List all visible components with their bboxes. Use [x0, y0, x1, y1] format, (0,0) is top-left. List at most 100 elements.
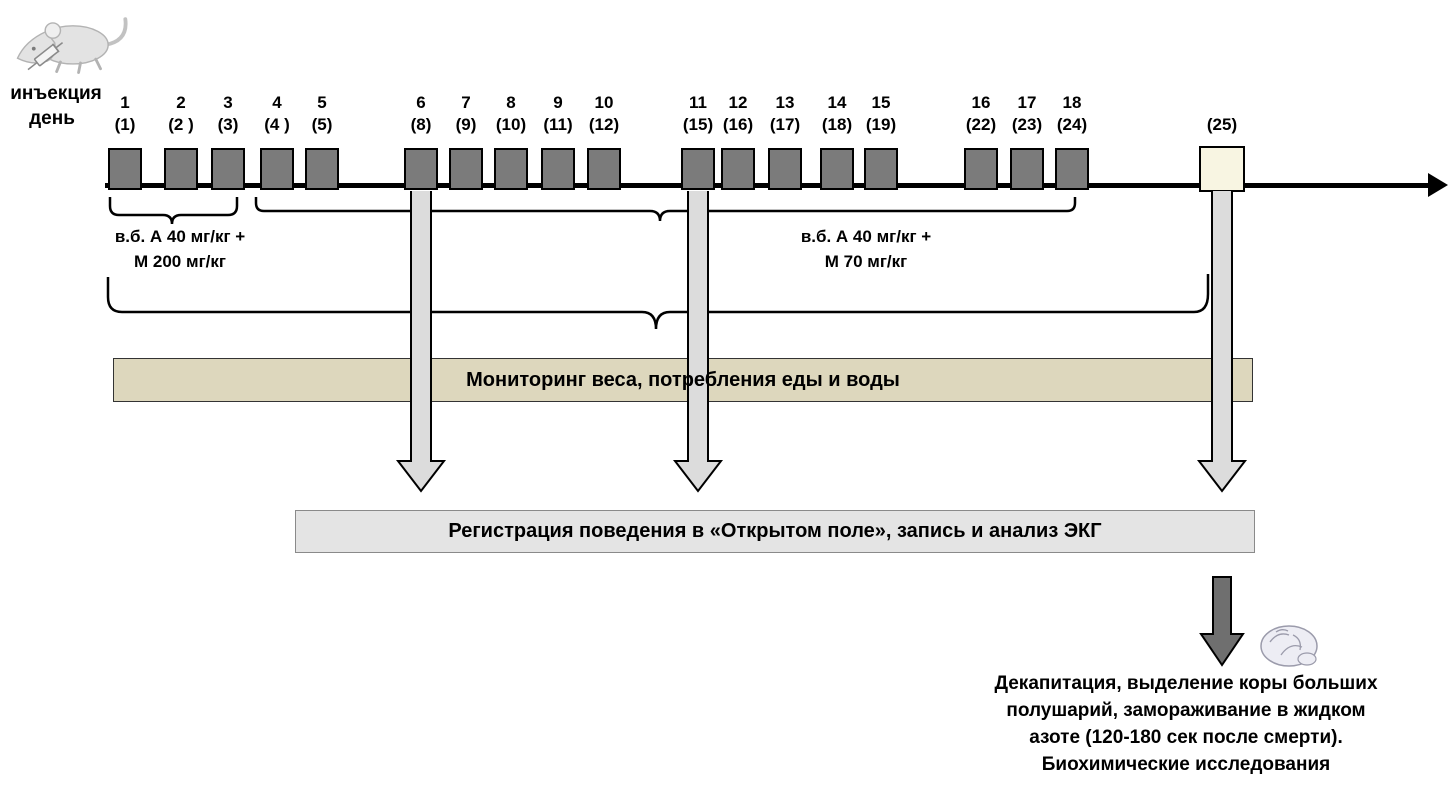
- injection-number: 10: [594, 93, 614, 112]
- monitoring-bar-label: Мониторинг веса, потребления еды и воды: [466, 368, 900, 391]
- injection-number: 6: [416, 93, 426, 112]
- injection-number: 7: [461, 93, 471, 112]
- day-number: (12): [588, 115, 620, 134]
- test-arrow-day-15: [672, 191, 724, 493]
- injection-number: [1199, 92, 1245, 114]
- decapitation-arrow: [1199, 576, 1245, 667]
- injection-day-square: [541, 148, 575, 190]
- day-number: (2 ): [168, 115, 194, 134]
- dose-left-line2: М 200 мг/кг: [134, 252, 226, 271]
- day-number: (5): [311, 115, 333, 134]
- injection-day-square: [260, 148, 294, 190]
- day-number: (3): [217, 115, 239, 134]
- timeline-day-4: 4 (4 ): [260, 92, 294, 190]
- injection-number: 11: [689, 93, 707, 112]
- injection-number: 1: [120, 93, 130, 112]
- bracket-whole-experiment: [106, 274, 1210, 330]
- injection-row-label: инъекция: [10, 83, 102, 104]
- timeline-day-14: 14 (18): [820, 92, 854, 190]
- injection-number: 12: [728, 93, 748, 112]
- day-number: (15): [682, 115, 714, 134]
- timeline-arrowhead-icon: [1428, 173, 1448, 197]
- day-row-label: день: [29, 108, 75, 129]
- day-number: (1): [114, 115, 136, 134]
- final-note-line1: Декапитация, выделение коры больших: [994, 673, 1378, 694]
- timeline-day-17: 17 (23): [1010, 92, 1044, 190]
- timeline-day-18: 18 (24): [1055, 92, 1089, 190]
- injection-number: 18: [1062, 93, 1082, 112]
- bracket-days-1-3: [108, 197, 239, 225]
- registration-bar: [295, 510, 1255, 553]
- day-number: (10): [495, 115, 527, 134]
- injection-number: 15: [871, 93, 891, 112]
- injection-number: 13: [775, 93, 795, 112]
- injection-day-square: [864, 148, 898, 190]
- injection-number: 5: [317, 93, 327, 112]
- day-number: (4 ): [264, 115, 290, 134]
- dose-right-line1: в.б. А 40 мг/кг +: [800, 227, 932, 246]
- timeline-day-25-final: (25): [1199, 92, 1245, 192]
- dose-annotation-left: в.б. А 40 мг/кг + М 200 мг/кг: [115, 224, 245, 274]
- final-note-line2: полушарий, замораживание в жидком: [1006, 700, 1366, 721]
- injection-day-square: [108, 148, 142, 190]
- timeline-day-2: 2 (2 ): [164, 92, 198, 190]
- day-number: (16): [722, 115, 754, 134]
- injection-number: 3: [223, 93, 233, 112]
- brain-icon: [1260, 625, 1318, 667]
- injection-day-square: [494, 148, 528, 190]
- test-arrow-day-25: [1196, 191, 1248, 493]
- final-note-line3: азоте (120-180 сек после смерти).: [1029, 727, 1343, 748]
- timeline-day-7: 7 (9): [449, 92, 483, 190]
- day-number: (18): [821, 115, 853, 134]
- injection-number: 16: [971, 93, 991, 112]
- final-note: Декапитация, выделение коры больших полу…: [932, 670, 1440, 778]
- timeline-day-1: 1 (1): [108, 92, 142, 190]
- timeline-day-10: 10 (12): [587, 92, 621, 190]
- timeline-day-11: 11 (15): [681, 92, 715, 190]
- day-number: (24): [1056, 115, 1088, 134]
- injection-day-square: [681, 148, 715, 190]
- registration-bar-label: Регистрация поведения в «Открытом поле»,…: [448, 520, 1102, 542]
- injection-day-square: [587, 148, 621, 190]
- final-note-line4: Биохимические исследования: [1041, 754, 1331, 775]
- injection-number: 14: [827, 93, 847, 112]
- injection-number: 2: [176, 93, 186, 112]
- day-number: (25): [1206, 115, 1238, 134]
- day-number: (19): [865, 115, 897, 134]
- timeline-day-8: 8 (10): [494, 92, 528, 190]
- dose-left-line1: в.б. А 40 мг/кг +: [114, 227, 246, 246]
- injection-day-square: [964, 148, 998, 190]
- injection-day-square: [404, 148, 438, 190]
- test-arrow-day-8: [395, 191, 447, 493]
- timeline-day-5: 5 (5): [305, 92, 339, 190]
- injection-day-square: [1055, 148, 1089, 190]
- timeline-day-13: 13 (17): [768, 92, 802, 190]
- mouse-with-syringe-icon: [16, 17, 128, 74]
- timeline-day-9: 9 (11): [541, 92, 575, 190]
- injection-number: 8: [506, 93, 516, 112]
- dose-annotation-right: в.б. А 40 мг/кг + М 70 мг/кг: [801, 224, 931, 274]
- day-number: (9): [455, 115, 477, 134]
- day-number: (17): [769, 115, 801, 134]
- injection-day-square: [820, 148, 854, 190]
- injection-day-square: [1010, 148, 1044, 190]
- dose-right-line2: М 70 мг/кг: [824, 252, 908, 271]
- day-number: (8): [410, 115, 432, 134]
- timeline-day-16: 16 (22): [964, 92, 998, 190]
- injection-day-square: [449, 148, 483, 190]
- injection-day-square: [305, 148, 339, 190]
- day-number: (23): [1011, 115, 1043, 134]
- injection-day-square: [164, 148, 198, 190]
- timeline-day-12: 12 (16): [721, 92, 755, 190]
- timeline-day-15: 15 (19): [864, 92, 898, 190]
- injection-day-square: [721, 148, 755, 190]
- injection-day-square: [211, 148, 245, 190]
- day-number: (11): [543, 115, 573, 134]
- injection-number: 9: [553, 93, 563, 112]
- timeline-day-6: 6 (8): [404, 92, 438, 190]
- injection-number: 17: [1017, 93, 1037, 112]
- injection-number: 4: [272, 93, 282, 112]
- bracket-days-4-18: [254, 197, 1077, 222]
- day-number: (22): [965, 115, 997, 134]
